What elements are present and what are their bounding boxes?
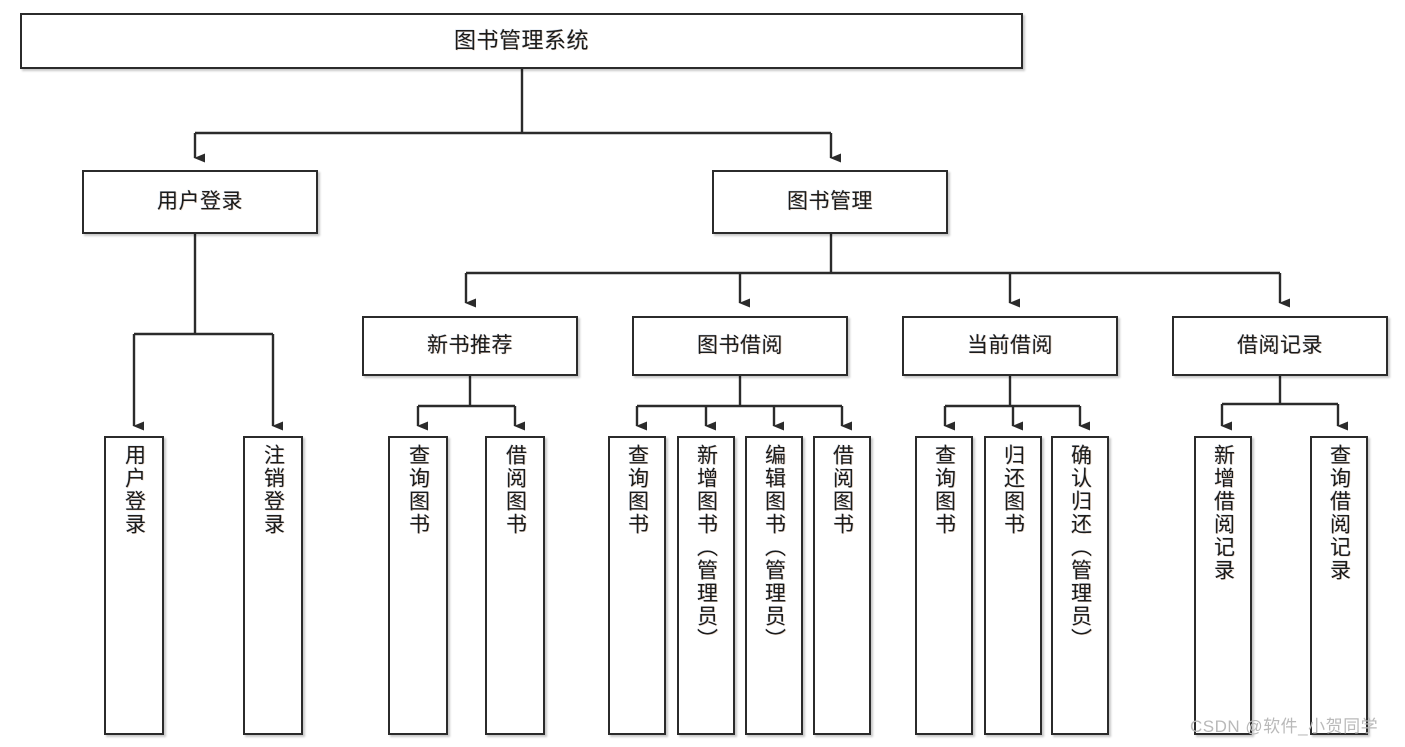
- leaf-return-book[interactable]: 归还图书: [984, 436, 1042, 735]
- leaf-query-book-borrow[interactable]: 查询图书: [608, 436, 666, 735]
- leaf-logout-login-label: 注销登录: [261, 444, 285, 536]
- leaf-add-borrow-record-label: 新增借阅记录: [1211, 444, 1235, 582]
- leaf-edit-book-label: 编辑图书（管理员）: [762, 444, 786, 651]
- leaf-query-book-current-label: 查询图书: [932, 444, 956, 536]
- node-user-login-label: 用户登录: [157, 190, 243, 214]
- node-user-login[interactable]: 用户登录: [82, 170, 318, 234]
- leaf-borrow-book-recommend-label: 借阅图书: [503, 444, 527, 536]
- leaf-query-borrow-record[interactable]: 查询借阅记录: [1310, 436, 1368, 735]
- node-current-borrow-label: 当前借阅: [967, 334, 1053, 358]
- leaf-query-book-recommend-label: 查询图书: [406, 444, 430, 536]
- node-book-borrow-label: 图书借阅: [697, 334, 783, 358]
- leaf-add-book-label: 新增图书（管理员）: [694, 444, 718, 651]
- leaf-user-login[interactable]: 用户登录: [104, 436, 164, 735]
- node-current-borrow[interactable]: 当前借阅: [902, 316, 1118, 376]
- node-borrow-record[interactable]: 借阅记录: [1172, 316, 1388, 376]
- leaf-confirm-return-label: 确认归还（管理员）: [1068, 444, 1092, 651]
- leaf-borrow-book[interactable]: 借阅图书: [813, 436, 871, 735]
- node-new-book-recommend-label: 新书推荐: [427, 334, 513, 358]
- leaf-add-book[interactable]: 新增图书（管理员）: [677, 436, 735, 735]
- leaf-logout-login[interactable]: 注销登录: [243, 436, 303, 735]
- leaf-query-book-recommend[interactable]: 查询图书: [388, 436, 448, 735]
- leaf-edit-book[interactable]: 编辑图书（管理员）: [745, 436, 803, 735]
- node-root[interactable]: 图书管理系统: [20, 13, 1023, 69]
- leaf-borrow-book-label: 借阅图书: [830, 444, 854, 536]
- leaf-query-book-borrow-label: 查询图书: [625, 444, 649, 536]
- node-book-manage-label: 图书管理: [787, 190, 873, 214]
- leaf-add-borrow-record[interactable]: 新增借阅记录: [1194, 436, 1252, 735]
- leaf-return-book-label: 归还图书: [1001, 444, 1025, 536]
- csdn-watermark: CSDN @软件_小贺同学: [1190, 717, 1379, 736]
- leaf-user-login-label: 用户登录: [122, 444, 146, 536]
- node-borrow-record-label: 借阅记录: [1237, 334, 1323, 358]
- node-book-manage[interactable]: 图书管理: [712, 170, 948, 234]
- leaf-query-book-current[interactable]: 查询图书: [915, 436, 973, 735]
- node-new-book-recommend[interactable]: 新书推荐: [362, 316, 578, 376]
- leaf-borrow-book-recommend[interactable]: 借阅图书: [485, 436, 545, 735]
- node-book-borrow[interactable]: 图书借阅: [632, 316, 848, 376]
- node-root-label: 图书管理系统: [453, 27, 589, 53]
- leaf-query-borrow-record-label: 查询借阅记录: [1327, 444, 1351, 582]
- leaf-confirm-return[interactable]: 确认归还（管理员）: [1051, 436, 1109, 735]
